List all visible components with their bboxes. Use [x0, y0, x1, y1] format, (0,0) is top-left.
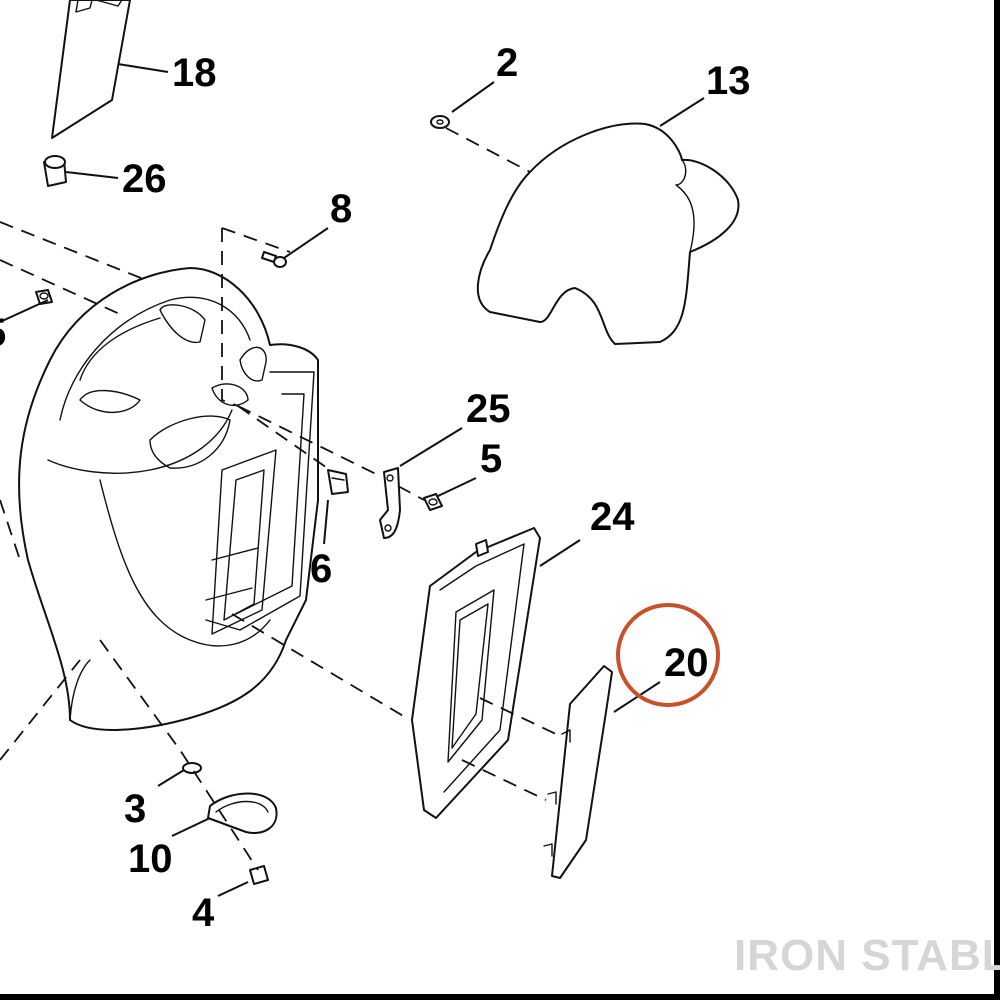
- part-5-nut: [423, 493, 443, 511]
- part-4-nut: [249, 865, 269, 885]
- part-26-plug: [43, 155, 67, 187]
- part-20-cover-plate: [543, 665, 613, 879]
- callouts: 2 13 18 26 8 5 25 5 24 6 20 3 10 4: [0, 41, 751, 935]
- part-3-washer: [182, 762, 202, 774]
- part-6-stud: [327, 469, 349, 495]
- callout-20: 20: [664, 641, 709, 685]
- part-8-screw: [261, 251, 287, 268]
- callout-5: 5: [480, 437, 502, 481]
- callout-6: 6: [310, 547, 332, 591]
- part-2-washer: [430, 115, 450, 129]
- leader-lines: [0, 63, 705, 897]
- callout-2: 2: [496, 41, 518, 85]
- part-25-bracket: [379, 467, 401, 539]
- callout-26: 26: [122, 157, 167, 201]
- callout-partial: 5: [0, 311, 6, 355]
- callout-25: 25: [466, 387, 511, 431]
- callout-4: 4: [192, 891, 215, 935]
- part-10-clamp: [207, 792, 278, 834]
- part-13-cover: [476, 122, 740, 345]
- callout-3: 3: [124, 787, 146, 831]
- callout-10: 10: [128, 837, 173, 881]
- callout-24: 24: [590, 495, 635, 539]
- callout-18: 18: [172, 51, 217, 95]
- part-24-frame: [411, 527, 541, 819]
- assembly-lines: [0, 127, 561, 871]
- callout-8: 8: [330, 187, 352, 231]
- callout-13: 13: [706, 59, 751, 103]
- part-18-panel: [51, 0, 131, 139]
- watermark-logo: IRON STABLE: [734, 931, 1000, 980]
- main-fairing-body: [18, 267, 319, 731]
- highlight-circle: [616, 603, 720, 707]
- part-5-nut-left: [35, 289, 53, 305]
